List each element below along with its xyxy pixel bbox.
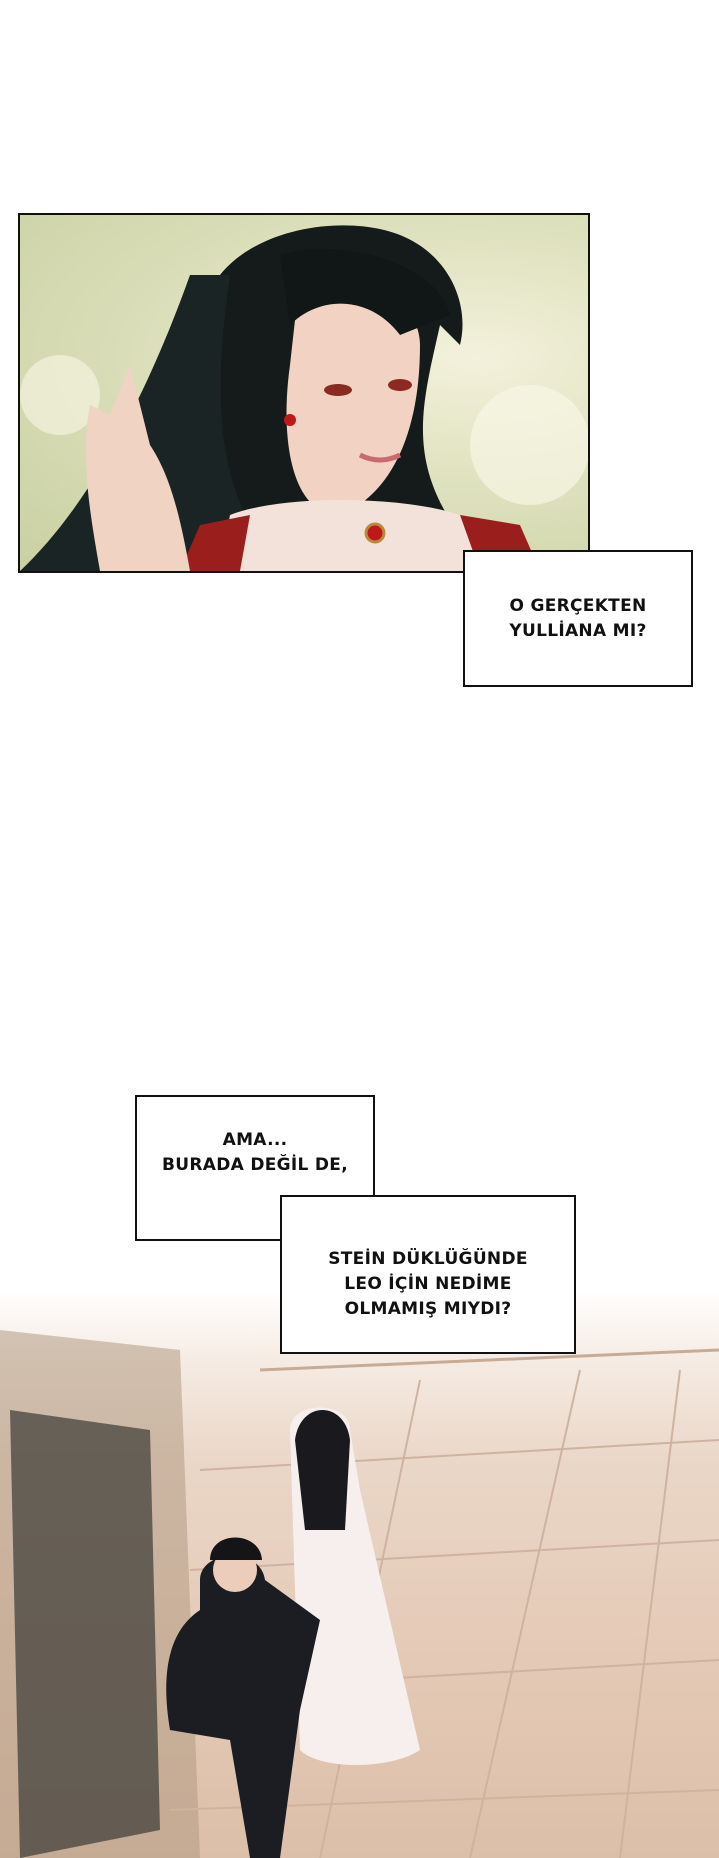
caption-box-yulliana: O GERÇEKTEN YULLİANA MI?: [463, 550, 693, 687]
panel-woman-portrait: [18, 213, 590, 573]
caption-text: STEİN DÜKLÜĞÜNDE LEO İÇİN NEDİME OLMAMIŞ…: [328, 1249, 528, 1319]
caption-text: AMA... BURADA DEĞİL DE,: [162, 1130, 348, 1175]
caption-text: O GERÇEKTEN YULLİANA MI?: [509, 595, 647, 641]
hallway-illustration: [0, 1330, 719, 1858]
panel-hallway-scene: [0, 1290, 719, 1858]
caption-box-stein: STEİN DÜKLÜĞÜNDE LEO İÇİN NEDİME OLMAMIŞ…: [280, 1195, 576, 1354]
woman-portrait-illustration: [20, 225, 588, 571]
